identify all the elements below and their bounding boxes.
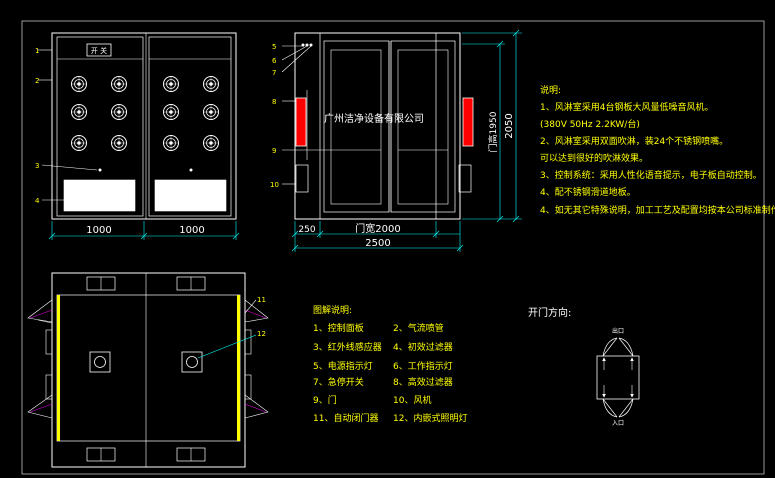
callout-2: 2 (35, 77, 39, 85)
callout-1: 1 (35, 47, 39, 55)
legend-item: 5、电源指示灯 (313, 360, 373, 372)
legend-item: 9、门 (313, 394, 337, 406)
legend-item: 2、气流喷管 (393, 322, 444, 334)
control-panel (86, 43, 112, 57)
dim-total-width: 2500 (365, 238, 390, 249)
notes: 说明: 1、风淋室采用4台钢板大风量低噪音风机。 (380V 50Hz 2.2K… (540, 84, 775, 216)
callout-9: 9 (272, 147, 276, 155)
ceiling-lamp-left (89, 351, 111, 373)
hepa-filter-left (295, 97, 307, 147)
booth-outline (596, 355, 640, 400)
infrared-sensor (98, 168, 102, 172)
door-view: 广州洁净设备有限公司 5 6 7 8 9 10 (270, 29, 522, 252)
legend-item: 6、工作指示灯 (393, 360, 453, 372)
callout-10: 10 (270, 181, 279, 189)
front-view: 开 关 1 2 3 4 (35, 32, 240, 240)
dim-side: 250 (298, 225, 315, 235)
legend-item: 12、内嵌式照明灯 (393, 412, 467, 424)
legend-item: 1、控制面板 (313, 322, 364, 334)
control-panel-label: 开 关 (91, 46, 107, 55)
air-nozzles-left (71, 76, 127, 151)
legend-item: 8、高效过滤器 (393, 376, 453, 388)
dim-front-right: 1000 (179, 225, 204, 236)
fan-left (295, 164, 309, 193)
note-line: 4、如无其它特殊说明，加工工艺及配置均按本公司标准制作。 (540, 204, 775, 216)
door-direction-title: 开门方向: (528, 306, 571, 319)
legend-title: 图解说明: (313, 304, 352, 316)
legend: 图解说明: 1、控制面板 2、气流喷管 3、红外线感应器 4、初效过滤器 5、电… (313, 304, 467, 424)
pre-filter (63, 179, 136, 212)
note-line: 2、风淋室采用双面吹淋，装24个不锈钢喷嘴。 (540, 135, 728, 147)
callout-7: 7 (272, 69, 276, 77)
dim-total-height: 2050 (504, 113, 515, 138)
callout-6: 6 (272, 57, 277, 65)
side-wall-right (237, 295, 240, 441)
exit-label: 出口 (612, 327, 624, 335)
callout-11: 11 (257, 296, 266, 304)
entry-label: 入口 (612, 420, 624, 427)
callout-3: 3 (35, 162, 39, 170)
legend-item: 10、风机 (393, 394, 431, 406)
company-name: 广州洁净设备有限公司 (324, 112, 424, 125)
callout-8: 8 (272, 98, 276, 106)
legend-item: 7、急停开关 (313, 376, 364, 388)
drawing-frame (21, 20, 765, 475)
air-nozzles-right (163, 76, 219, 151)
door-direction: 开门方向: 出口 入口 (528, 306, 640, 427)
legend-item: 4、初效过滤器 (393, 341, 453, 353)
legend-item: 3、红外线感应器 (313, 341, 382, 353)
ceiling-lamp-right (181, 351, 203, 373)
legend-item: 11、自动闭门器 (313, 412, 378, 424)
dim-door-width: 门宽2000 (355, 222, 400, 235)
dim-front-left: 1000 (86, 225, 111, 236)
note-line: 可以达到很好的吹淋效果。 (540, 152, 648, 164)
note-line: (380V 50Hz 2.2KW/台) (540, 118, 640, 130)
fan-right (458, 164, 472, 193)
notes-title: 说明: (540, 84, 561, 96)
note-line: 1、风淋室采用4台钢板大风量低噪音风机。 (540, 101, 713, 113)
note-line: 3、控制系统：采用人性化语音提示，电子板自动控制。 (540, 169, 762, 181)
dim-inner-height: 门高1950 (487, 111, 499, 152)
callout-5: 5 (272, 43, 276, 51)
callout-12: 12 (257, 330, 266, 338)
note-line: 4、配不锈钢滑道地板。 (540, 186, 636, 198)
side-wall-left (57, 295, 60, 441)
hepa-filter-right (462, 97, 474, 147)
plan-view: 11 12 (27, 272, 269, 468)
callout-4: 4 (35, 197, 40, 205)
